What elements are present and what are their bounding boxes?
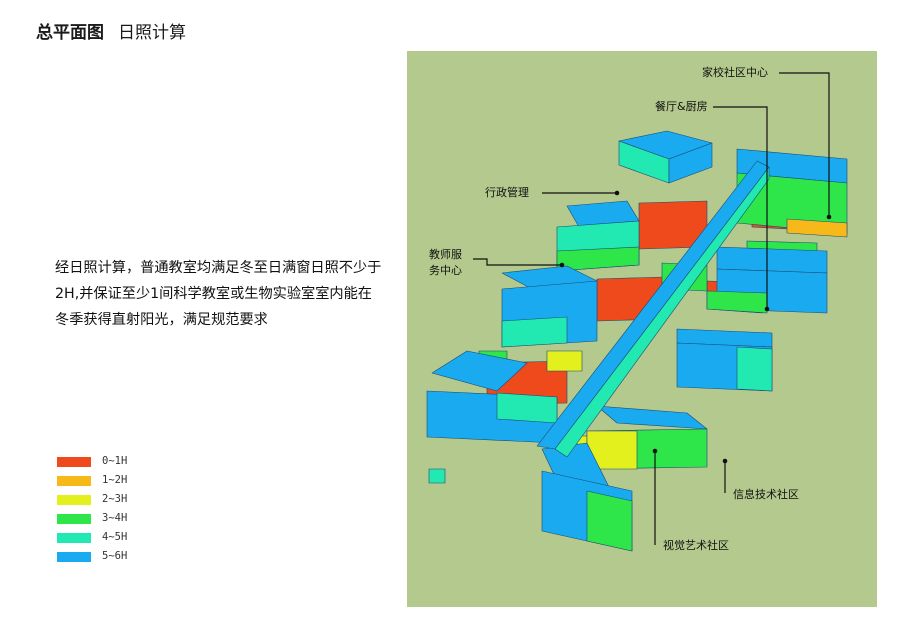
building-facade [786, 218, 848, 238]
legend-swatch [57, 457, 91, 467]
label-visual-art: 视觉艺术社区 [663, 539, 729, 552]
legend-swatch [57, 495, 91, 505]
leader-line [779, 72, 830, 217]
leader-dot-icon [559, 262, 565, 268]
building-facade [736, 346, 773, 392]
legend-label: 5~6H [102, 550, 128, 562]
leader-line [473, 258, 562, 266]
building-facade [586, 490, 633, 552]
building-roof [431, 350, 528, 392]
corridor-side [554, 166, 770, 458]
leader-dot-icon [722, 458, 728, 464]
leader-dot-icon [652, 448, 658, 454]
description-text: 经日照计算，普通教室均满足冬至日满窗日照不少于2H,并保证至少1间科学教室或生物… [55, 260, 382, 328]
courtyard-shadow [546, 350, 583, 372]
legend-swatch [57, 533, 91, 543]
legend-label: 0~1H [102, 455, 128, 467]
page-subtitle: 日照计算 [118, 23, 186, 43]
building-roof [716, 246, 828, 274]
label-admin: 行政管理 [485, 186, 529, 199]
label-teacher-line2: 务中心 [429, 264, 462, 277]
legend-label: 2~3H [102, 493, 128, 505]
kiosk [428, 468, 446, 484]
legend-swatch [57, 476, 91, 486]
building-facade [706, 290, 768, 314]
label-family-center: 家校社区中心 [702, 66, 768, 79]
building-facade [668, 142, 713, 184]
leader-dot-icon [764, 306, 770, 312]
label-dining: 餐厅&厨房 [655, 100, 708, 113]
leader-dot-icon [826, 214, 832, 220]
leader-line [713, 106, 768, 309]
legend-swatch [57, 552, 91, 562]
page-title: 总平面图 [36, 23, 104, 43]
building-facade [496, 392, 558, 424]
legend-label: 3~4H [102, 512, 128, 524]
campus-axonometric [426, 72, 848, 552]
page-header: 总平面图日照计算 [36, 18, 186, 43]
building-facade [556, 246, 640, 272]
label-teacher-line1: 教师服 [429, 248, 462, 261]
label-info-tech: 信息技术社区 [733, 488, 799, 501]
legend-swatch [57, 514, 91, 524]
sunlight-analysis-diagram: 家校社区中心 餐厅&厨房 行政管理 教师服 务中心 信息技术社区 视觉艺术社区 [407, 51, 877, 607]
building-roof [596, 405, 708, 430]
legend-label: 4~5H [102, 531, 128, 543]
legend-label: 1~2H [102, 474, 128, 486]
building-facade [501, 316, 568, 348]
leader-dot-icon [614, 190, 620, 196]
